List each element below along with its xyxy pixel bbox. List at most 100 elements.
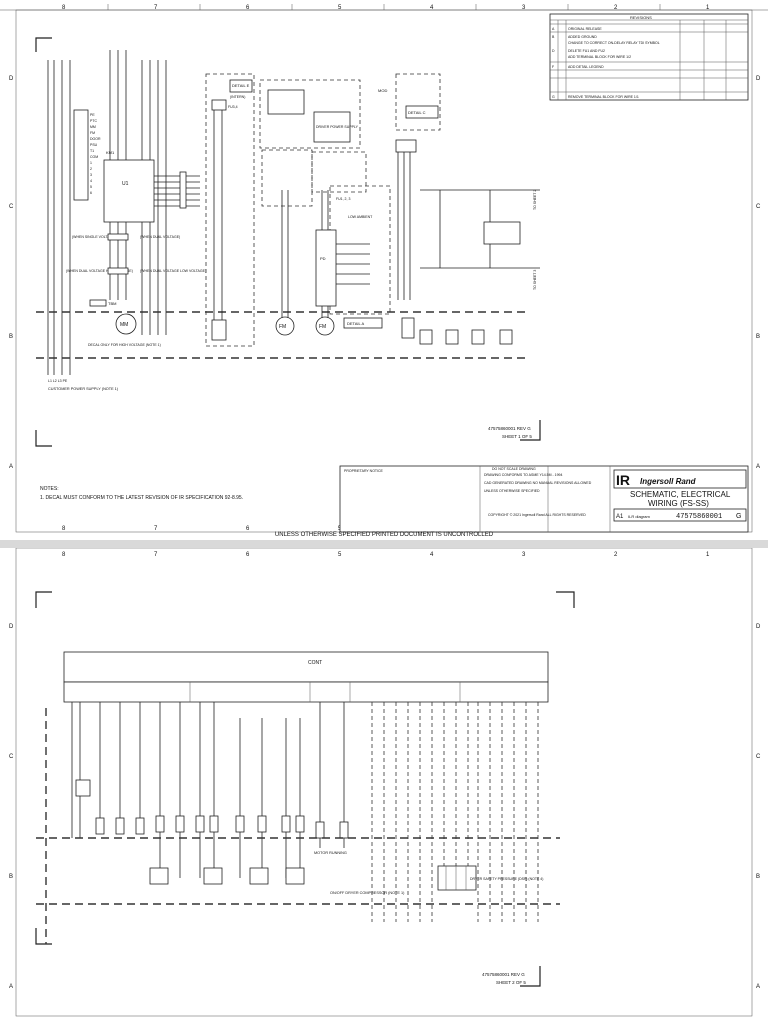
svg-text:FM: FM xyxy=(90,131,95,135)
detail-a: FU1, 2, 3 LOW AMBIENT PD DETAIL A xyxy=(315,185,391,329)
uncontrolled-note: UNLESS OTHERWISE SPECIFIED PRINTED DOCUM… xyxy=(274,532,494,538)
svg-text:TO SHEET 3: TO SHEET 3 xyxy=(533,270,537,290)
svg-text:A: A xyxy=(756,984,760,990)
motor-running-label: MOTOR RUNNING xyxy=(314,851,347,855)
zone-rows: D C B A D C B A xyxy=(9,76,761,470)
svg-text:DELETE FU1 AND FU2: DELETE FU1 AND FU2 xyxy=(568,49,605,53)
zone-col: 3 xyxy=(522,5,526,11)
svg-text:LOW AMBIENT: LOW AMBIENT xyxy=(348,215,373,219)
svg-text:F: F xyxy=(552,65,554,69)
dryer-safety: DRYER SAFETY PRESSURE (DSP) (NOTE 4) xyxy=(437,865,543,891)
svg-text:ADD DETAIL LEGEND: ADD DETAIL LEGEND xyxy=(568,65,604,69)
svg-text:B: B xyxy=(756,874,760,880)
sheet-2-border xyxy=(15,548,753,1017)
zone-col: 1 xyxy=(706,5,710,11)
svg-text:B: B xyxy=(756,334,760,340)
svg-text:MM: MM xyxy=(90,125,96,129)
svg-text:1: 1 xyxy=(90,161,92,165)
svg-text:FU3,4: FU3,4 xyxy=(228,105,238,109)
svg-text:UNLESS OTHERWISE SPECIFIED: UNLESS OTHERWISE SPECIFIED xyxy=(484,489,540,493)
svg-text:T1: T1 xyxy=(90,149,94,153)
svg-text:TO SHEET 2: TO SHEET 2 xyxy=(533,190,537,210)
sheet-ref: 47575860001 REV G xyxy=(488,426,531,431)
svg-text:1: 1 xyxy=(706,552,710,558)
sheet-1: 8 7 6 5 4 3 2 1 8 7 6 5 4 3 2 1 D C B A … xyxy=(0,0,768,540)
sheet-1-drawing: 8 7 6 5 4 3 2 1 8 7 6 5 4 3 2 1 D C B A … xyxy=(0,4,768,533)
svg-text:MM: MM xyxy=(120,322,128,328)
svg-text:REMOVE TERMINAL BLOCK FOR WIRE: REMOVE TERMINAL BLOCK FOR WIRE 1/1 xyxy=(568,95,639,99)
svg-text:8: 8 xyxy=(62,526,66,532)
svg-text:DRAWING CONFORMS TO ASME Y14.5: DRAWING CONFORMS TO ASME Y14.5M - 1994 xyxy=(484,473,562,477)
zone-col: 5 xyxy=(338,5,342,11)
svg-text:B: B xyxy=(552,35,555,39)
ir-logo: IR xyxy=(616,472,630,488)
right-branch: TO SHEET 2 TO SHEET 3 xyxy=(401,189,540,345)
svg-text:PD: PD xyxy=(320,256,326,261)
sheet-number: SHEET 1 OF 5 xyxy=(502,434,532,439)
svg-text:PTC: PTC xyxy=(90,119,97,123)
svg-text:7: 7 xyxy=(154,552,158,558)
decal-note: DECAL ONLY FOR HIGH VOLTAGE (NOTE 1) xyxy=(88,343,161,347)
svg-text:D: D xyxy=(756,76,761,82)
svg-text:DO NOT SCALE DRAWING: DO NOT SCALE DRAWING xyxy=(492,467,536,471)
svg-text:C: C xyxy=(9,204,14,210)
svg-text:COPYRIGHT © 2021 Ingersoll Ran: COPYRIGHT © 2021 Ingersoll Rand ALL RIGH… xyxy=(488,513,586,517)
doc-rev: G xyxy=(736,513,741,520)
svg-text:ORIGINAL RELEASE: ORIGINAL RELEASE xyxy=(568,27,602,31)
svg-text:DRIVER POWER SUPPLY: DRIVER POWER SUPPLY xyxy=(316,125,359,129)
svg-text:D: D xyxy=(756,624,761,630)
svg-text:4: 4 xyxy=(90,179,92,183)
driver-power-supply: DRIVER POWER SUPPLY xyxy=(259,79,361,149)
customer-supply: L1 L2 L3 PE CUSTOMER POWER SUPPLY (NOTE … xyxy=(48,379,119,391)
svg-text:A: A xyxy=(552,27,555,31)
dashed-wire-bundle xyxy=(371,702,539,922)
fan-label: FM xyxy=(279,324,286,330)
svg-text:DRYER SAFETY PRESSURE (DSP) (N: DRYER SAFETY PRESSURE (DSP) (NOTE 4) xyxy=(470,877,543,881)
svg-text:CHANGE TO CORRECT ON-DELAY REL: CHANGE TO CORRECT ON-DELAY RELAY TDI SYM… xyxy=(568,41,660,45)
wiring-note-dual: (WHEN DUAL VOLTAGE) xyxy=(140,235,180,239)
svg-text:U1: U1 xyxy=(122,181,129,187)
svg-text:DETAIL A: DETAIL A xyxy=(347,321,364,326)
dual-voltage-low: (WHEN DUAL VOLTAGE LOW VOLTAGE) xyxy=(140,269,206,273)
svg-text:TBM: TBM xyxy=(108,301,116,306)
notes-title: NOTES: xyxy=(40,486,59,492)
svg-text:4: 4 xyxy=(430,552,434,558)
svg-text:A: A xyxy=(9,464,13,470)
svg-text:MOD: MOD xyxy=(378,88,387,93)
svg-text:(INTERN): (INTERN) xyxy=(230,95,245,99)
svg-text:FU1, 2, 3: FU1, 2, 3 xyxy=(336,197,350,201)
detail-c: MOD DETAIL C xyxy=(378,73,441,300)
svg-text:PROPRIETARY NOTICE: PROPRIETARY NOTICE xyxy=(344,469,384,473)
fan-label: FM xyxy=(319,324,326,330)
svg-text:A: A xyxy=(756,464,760,470)
title-block: PROPRIETARY NOTICE DO NOT SCALE DRAWING … xyxy=(339,465,749,533)
controller-u1: KM1 U1 xyxy=(103,150,200,223)
detail-e: DETAIL E (INTERN) FU3,4 xyxy=(205,73,255,347)
svg-text:DETAIL E: DETAIL E xyxy=(232,83,250,88)
svg-text:CUSTOMER POWER SUPPLY (NOTE 1): CUSTOMER POWER SUPPLY (NOTE 1) xyxy=(48,387,119,391)
control-wires xyxy=(71,702,345,878)
sheet-2-drawing: 8 7 6 5 4 3 2 1 D C B A D C B A CONT xyxy=(9,548,761,1017)
svg-text:D: D xyxy=(9,624,14,630)
svg-text:KM1: KM1 xyxy=(106,150,115,155)
svg-text:5: 5 xyxy=(338,552,342,558)
wiring-note-single: (WHEN SINGLE VOLTAGE) xyxy=(72,235,116,239)
sheet-2-number: SHEET 2 OF 5 xyxy=(496,980,526,985)
revisions-header: REVISIONS xyxy=(630,15,652,20)
svg-text:6: 6 xyxy=(246,552,250,558)
zone-columns-2: 8 7 6 5 4 3 2 1 D C B A D C B A xyxy=(9,552,761,990)
svg-text:D: D xyxy=(552,49,555,53)
main-motor: TBM MM DECAL ONLY FOR HIGH VOLTAGE (NOTE… xyxy=(88,299,161,347)
svg-text:B: B xyxy=(9,874,13,880)
svg-text:6: 6 xyxy=(90,191,92,195)
svg-text:CAD GENERATED DRAWING NO MANUA: CAD GENERATED DRAWING NO MANUAL REVISION… xyxy=(484,481,592,485)
cont-controller: CONT xyxy=(63,651,549,703)
svg-text:5: 5 xyxy=(90,185,92,189)
svg-text:A: A xyxy=(9,984,13,990)
svg-text:3: 3 xyxy=(522,552,526,558)
sheet-2-ref: 47575860001 REV G xyxy=(482,972,525,977)
svg-text:7: 7 xyxy=(154,526,158,532)
svg-text:L1 L2 L3 PE: L1 L2 L3 PE xyxy=(48,379,68,383)
svg-text:DOOR: DOOR xyxy=(90,137,101,141)
svg-text:DETAIL C: DETAIL C xyxy=(408,110,426,115)
